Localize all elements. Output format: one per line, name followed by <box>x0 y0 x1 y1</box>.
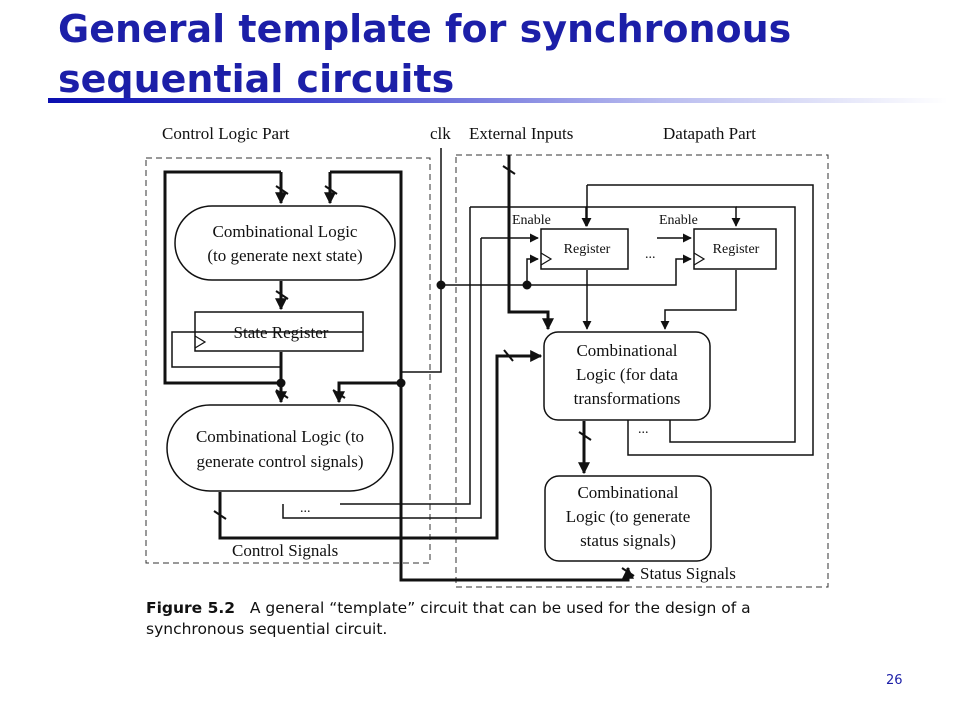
data-transform-logic-line-1: Combinational <box>576 341 677 360</box>
next-state-logic-block: Combinational Logic (to generate next st… <box>174 205 396 281</box>
data-transform-logic-line-2: Logic (for data <box>576 365 678 384</box>
status-logic-line-1: Combinational <box>577 483 678 502</box>
control-logic-region <box>145 157 431 564</box>
control-signal-logic-line-1: Combinational Logic (to <box>196 427 364 446</box>
register-1-block: Register <box>540 228 629 270</box>
enable-label-1: Enable <box>512 213 551 228</box>
external-inputs-label: External Inputs <box>469 124 573 143</box>
page-number: 26 <box>886 673 903 688</box>
bus-width-slashes <box>213 165 635 577</box>
next-state-logic-line-1: Combinational Logic <box>213 222 358 241</box>
slide-title: General template for synchronous sequent… <box>58 7 792 101</box>
datapath-ellipsis: ... <box>638 422 649 437</box>
datapath-region <box>455 154 829 588</box>
status-logic-line-3: status signals) <box>580 531 676 550</box>
control-bus-wires <box>163 155 634 582</box>
data-transform-logic-block: Combinational Logic (for data transforma… <box>543 331 711 421</box>
figure-caption: Figure 5.2 A general “template” circuit … <box>146 598 836 640</box>
status-signals-label: Status Signals <box>640 564 736 583</box>
control-logic-part-label: Control Logic Part <box>162 124 290 143</box>
figure-caption-label: Figure 5.2 <box>146 599 236 617</box>
register-1-label: Register <box>564 242 611 257</box>
junction-dots <box>276 280 532 388</box>
clk-label: clk <box>430 124 451 143</box>
datapath-part-label: Datapath Part <box>663 124 756 143</box>
enable-label-2: Enable <box>659 213 698 228</box>
next-state-logic-line-2: (to generate next state) <box>207 246 362 265</box>
register-ellipsis: ... <box>645 247 656 262</box>
control-signals-label: Control Signals <box>232 541 338 560</box>
control-ellipsis: ... <box>300 501 311 516</box>
register-2-block: Register <box>693 228 777 270</box>
thin-signal-wires <box>171 148 814 519</box>
title-underline-rule <box>48 98 948 103</box>
control-signal-logic-line-2: generate control signals) <box>196 452 363 471</box>
status-logic-line-2: Logic (to generate <box>566 507 691 526</box>
status-logic-block: Combinational Logic (to generate status … <box>544 475 712 562</box>
figure-caption-text: A general “template” circuit that can be… <box>146 599 751 638</box>
data-transform-logic-line-3: transformations <box>574 389 681 408</box>
control-signal-logic-block: Combinational Logic (to generate control… <box>166 404 394 492</box>
register-2-label: Register <box>713 242 760 257</box>
